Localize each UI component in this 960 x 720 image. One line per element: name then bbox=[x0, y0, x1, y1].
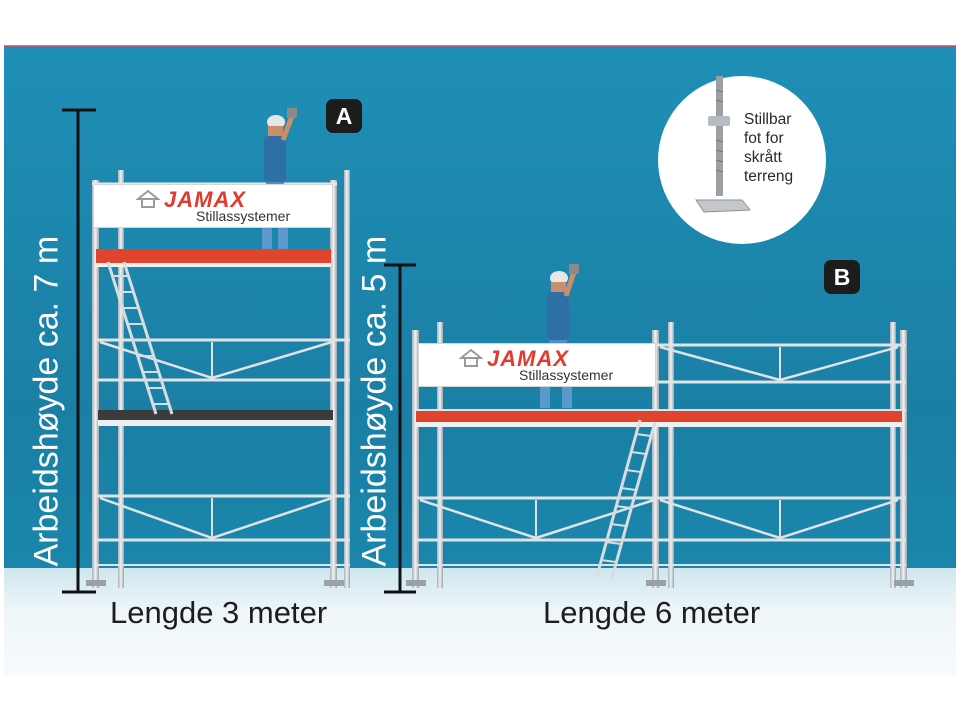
deck-a-top bbox=[96, 249, 331, 263]
callout-line-2: fot for bbox=[744, 130, 784, 147]
height-marker-b bbox=[384, 263, 416, 594]
brand-banner-b: JAMAX Stillassystemer bbox=[418, 343, 656, 387]
scaffold-b bbox=[406, 322, 914, 588]
callout-line-4: terreng bbox=[744, 168, 794, 185]
height-label-a: Arbeidshøyde ca. 7 m bbox=[27, 235, 66, 567]
brand-tag-b: Stillassystemer bbox=[519, 367, 614, 383]
floor bbox=[4, 568, 956, 676]
jamax-logo-icon bbox=[459, 348, 483, 367]
brand-name-a: JAMAX bbox=[164, 187, 247, 212]
brand-name-b: JAMAX bbox=[487, 346, 570, 371]
callout-line-3: skrått bbox=[744, 149, 782, 166]
jamax-logo-icon bbox=[136, 189, 160, 208]
length-label-a: Lengde 3 meter bbox=[110, 595, 328, 630]
height-label-b: Arbeidshøyde ca. 5 m bbox=[355, 235, 394, 567]
badge-a: A bbox=[326, 99, 362, 133]
scaffold-a bbox=[86, 170, 350, 588]
adjustable-foot-callout bbox=[658, 76, 826, 244]
callout-line-1: Stillbar bbox=[744, 111, 792, 128]
deck-b bbox=[416, 409, 902, 422]
brand-banner-a: JAMAX Stillassystemer bbox=[93, 184, 333, 228]
height-marker-a bbox=[62, 108, 96, 594]
badge-b: B bbox=[824, 260, 860, 294]
length-label-b: Lengde 6 meter bbox=[543, 595, 761, 630]
deck-a-mid bbox=[98, 410, 333, 420]
callout-text: Stillbar fot for skrått terreng bbox=[744, 110, 793, 186]
brand-tag-a: Stillassystemer bbox=[196, 208, 291, 224]
